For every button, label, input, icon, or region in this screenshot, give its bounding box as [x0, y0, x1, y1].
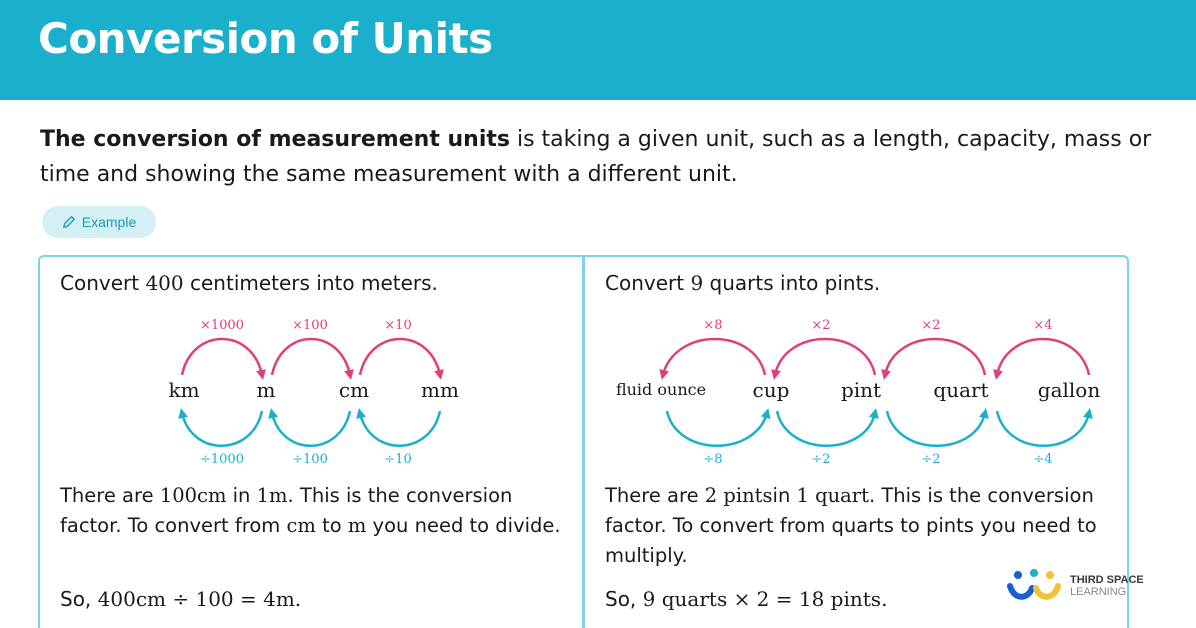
answer-capacity: So, 9 quarts × 2 = 18 pints. — [605, 587, 887, 611]
explain-text: in — [226, 484, 257, 507]
divide-label: ÷2 — [811, 452, 830, 467]
explain-math: cm — [286, 514, 316, 537]
divide-arrow — [995, 408, 1093, 447]
example-panel-length: Convert 400 centimeters into meters. ×10… — [38, 255, 584, 628]
divide-arrow — [268, 408, 352, 447]
divide-label: ÷2 — [921, 452, 940, 467]
question-text: Convert — [60, 271, 146, 295]
unit-label: m — [257, 378, 276, 402]
multiply-arrow — [993, 337, 1091, 380]
divide-label: ÷100 — [292, 452, 328, 467]
explain-math: 1m — [256, 484, 288, 507]
unit-label: km — [168, 378, 199, 402]
unit-label: cm — [339, 378, 369, 402]
answer-math: 9 quarts × 2 = 18 pints. — [642, 587, 888, 611]
explain-text: to — [893, 514, 926, 537]
unit-label: gallon — [1038, 378, 1101, 402]
example-panel-capacity: Convert 9 quarts into pints. ×8 ×2 ×2 ×4… — [583, 255, 1129, 628]
example-badge: Example — [42, 206, 156, 238]
question-text-end: centimeters into meters. — [183, 271, 438, 295]
example-label: Example — [81, 214, 137, 230]
intro-bold: The conversion of measurement units — [40, 127, 510, 152]
logo-icon — [1007, 569, 1061, 600]
multiply-label: ×10 — [384, 318, 411, 333]
multiply-arrow — [180, 337, 266, 380]
explain-text: . This is the conversion factor. To conv… — [605, 484, 1094, 537]
answer-length: So, 400cm ÷ 100 = 4m. — [60, 587, 301, 611]
pencil-icon — [62, 216, 75, 228]
third-space-learning-logo: THIRD SPACE LEARNING — [1006, 566, 1166, 606]
divide-label: ÷10 — [384, 452, 411, 467]
multiply-label: ×2 — [811, 318, 830, 333]
divide-arrow — [885, 408, 989, 447]
question-number: 9 — [690, 271, 704, 295]
multiply-arrow — [270, 337, 354, 380]
explain-text: in — [772, 484, 797, 507]
question-text-end: quarts into pints. — [703, 271, 881, 295]
divide-label: ÷8 — [703, 452, 722, 467]
question-capacity: Convert 9 quarts into pints. — [605, 271, 880, 295]
multiply-label: ×2 — [921, 318, 940, 333]
question-number: 400 — [145, 271, 184, 295]
explain-text: There are — [605, 484, 705, 507]
divide-label: ÷4 — [1033, 452, 1052, 467]
answer-prefix: So, — [60, 587, 98, 611]
unit-label: quart — [933, 378, 988, 402]
intro-rest: is taking a given unit, such as a length… — [40, 127, 1152, 187]
logo-text: THIRD SPACE LEARNING — [1070, 574, 1144, 598]
explain-math: quarts — [831, 514, 894, 537]
explain-math: 1 quart — [796, 484, 869, 507]
multiply-arrow — [358, 337, 444, 380]
divide-arrow — [665, 408, 771, 447]
unit-label: mm — [421, 378, 459, 402]
explain-math: m — [347, 514, 367, 537]
multiply-label: ×1000 — [200, 318, 244, 333]
unit-label: pint — [841, 378, 881, 402]
question-length: Convert 400 centimeters into meters. — [60, 271, 438, 295]
explain-math: pints — [925, 514, 974, 537]
logo-line-1: THIRD SPACE — [1070, 574, 1144, 586]
question-text: Convert — [605, 271, 691, 295]
logo-line-2: LEARNING — [1070, 586, 1127, 598]
intro-paragraph: The conversion of measurement units is t… — [40, 122, 1160, 192]
answer-prefix: So, — [605, 587, 643, 611]
divide-arrow — [356, 408, 442, 447]
multiply-label: ×100 — [292, 318, 328, 333]
explain-text: There are — [60, 484, 160, 507]
answer-math: 400cm ÷ 100 = 4m. — [97, 587, 302, 611]
explain-text: you need to multiply. — [605, 514, 1097, 567]
explanation-capacity: There are 2 pintsin 1 quart. This is the… — [605, 481, 1115, 571]
page-title: Conversion of Units — [38, 14, 493, 63]
multiply-arrow — [771, 337, 877, 380]
multiply-label: ×8 — [703, 318, 722, 333]
explain-text: you need to divide. — [366, 514, 561, 537]
divide-label: ÷1000 — [200, 452, 244, 467]
explain-text: to — [315, 514, 348, 537]
multiply-label: ×4 — [1033, 318, 1052, 333]
multiply-arrow — [659, 337, 767, 380]
unit-label: cup — [753, 378, 790, 402]
capacity-conversion-diagram: ×8 ×2 ×2 ×4 fluid ounce cup pint quart g… — [616, 318, 1101, 467]
explain-math: 100cm — [159, 484, 227, 507]
multiply-arrow — [881, 337, 987, 380]
unit-label: fluid ounce — [616, 380, 706, 399]
divide-arrow — [775, 408, 879, 447]
header-bar: Conversion of Units — [0, 0, 1196, 100]
length-conversion-diagram: ×1000 ×100 ×10 km m cm mm ÷1000 ÷100 ÷10 — [168, 318, 459, 467]
explanation-length: There are 100cm in 1m. This is the conve… — [60, 481, 570, 541]
explain-text: . This is the conversion factor. To conv… — [60, 484, 513, 537]
explain-math: 2 pints — [704, 484, 773, 507]
divide-arrow — [178, 408, 264, 447]
